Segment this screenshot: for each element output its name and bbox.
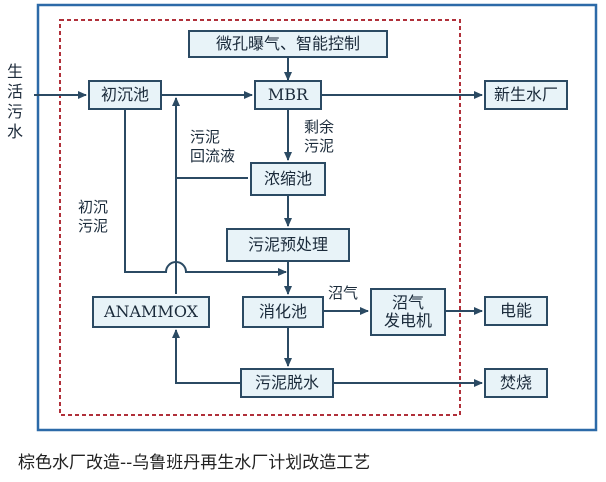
arrow-dewater-anammox — [172, 329, 240, 384]
excess-sludge-label: 剩余 污泥 — [304, 118, 335, 155]
arrow-primary-sludge — [124, 110, 287, 276]
biogas-label: 沼气 — [328, 284, 359, 302]
reclaimed-water-plant-box: 新生水厂 — [484, 80, 568, 110]
sludge-pretreatment-box: 污泥预处理 — [226, 228, 350, 262]
anammox-box: ANAMMOX — [92, 296, 210, 328]
return-liquor-label: 污泥 回流液 — [190, 128, 236, 165]
primary-clarifier-box: 初沉池 — [88, 80, 162, 110]
electricity-box: 电能 — [484, 296, 548, 326]
digester-box: 消化池 — [242, 296, 324, 328]
mbr-box: MBR — [254, 80, 322, 110]
aeration-control-box: 微孔曝气、智能控制 — [188, 30, 388, 58]
outer-frame — [36, 3, 598, 432]
plant-boundary — [59, 19, 461, 416]
primary-sludge-label: 初沉 污泥 — [78, 198, 109, 235]
biogas-generator-box: 沼气 发电机 — [370, 288, 446, 336]
sludge-dewatering-box: 污泥脱水 — [240, 368, 334, 398]
figure-caption: 棕色水厂改造--乌鲁班丹再生水厂计划改造工艺 — [18, 453, 371, 473]
sewage-inlet-label: 生活污水 — [6, 62, 23, 141]
thickener-box: 浓缩池 — [250, 162, 326, 196]
incineration-box: 焚烧 — [484, 368, 548, 398]
